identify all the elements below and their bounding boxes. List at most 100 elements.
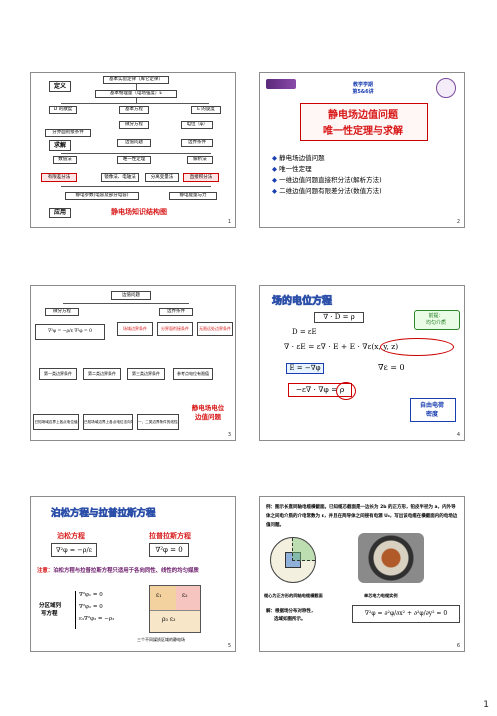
- slide-3-bvp-diagram[interactable]: 边值问题 微分方程 边界条件 ∇²φ = −ρ/ε ∇²φ = 0 场域边界条件…: [30, 285, 236, 441]
- node-basic-var: 基本物理量（电场强度）E: [95, 90, 177, 98]
- known-3: 一、二类边界条件的线性组合: [137, 414, 179, 430]
- slide5-number: 5: [227, 643, 231, 649]
- diamond-icon: ◆: [272, 165, 280, 173]
- premise-line2: 均匀介质: [425, 320, 446, 326]
- region-label-1: 分区域列: [39, 603, 62, 609]
- sys-eq-1: ∇²φ₁ = 0: [79, 592, 103, 598]
- premise-note: [414, 310, 460, 330]
- premise-line1: 前提：: [428, 313, 444, 319]
- page-footer-number: 1: [483, 700, 489, 710]
- quarter-region: [292, 538, 315, 561]
- free-charge-tag: [410, 398, 456, 422]
- node-curl: E 的旋度: [191, 106, 221, 114]
- note: 注意：泊松方程与拉普拉斯方程只适用于各向同性、线性的均匀媒质: [37, 567, 231, 575]
- node-params: 静电参数(电容及部分电容): [65, 192, 139, 200]
- node-diff-eq: 微分方程: [119, 121, 149, 129]
- slide-4-potential-equation[interactable]: 场的电位方程 ∇ · D = ρ D = εE ∇ · εE = ε∇ · E …: [259, 285, 465, 441]
- free-charge-line2: 密度: [425, 411, 438, 418]
- caption-right: 单芯电力电缆实例: [364, 593, 398, 598]
- eps2-label: ε₂: [182, 592, 188, 599]
- sys-eq-3: ε₃∇²φ₃ = −ρ₃: [79, 616, 115, 622]
- eq-grad-eps: ∇ε = 0: [378, 363, 405, 372]
- cable-photo: [358, 533, 424, 583]
- slide2-title-line2: 唯一性定理与求解: [323, 126, 403, 137]
- region-1: [150, 586, 177, 611]
- bullet-item: ◆ 一维边值问题直接积分法(解析方法): [272, 175, 462, 186]
- slide4-number: 4: [456, 432, 460, 438]
- coax-diagram: [270, 537, 316, 583]
- define-label: 定义: [49, 81, 71, 92]
- university-logo: [266, 79, 296, 89]
- slide2-title-box: [300, 103, 428, 141]
- known-1: 已知场域边界上各点电位值: [33, 414, 79, 430]
- bullet-item: ◆ 二维边值问题有限差分法(数值方法): [272, 186, 462, 197]
- reference-point: 参考点电位有限值: [173, 368, 213, 380]
- label-line2: 边值问题: [195, 413, 221, 421]
- free-charge-line1: 自由电荷: [419, 402, 444, 409]
- bullet-text: 静电场边值问题: [279, 154, 325, 162]
- bullet-item: ◆ 静电场边值问题: [272, 153, 462, 164]
- known-2: 已知场域边界上各点电位法向导数: [83, 414, 133, 430]
- note-body: 泊松方程与拉普拉斯方程只适用于各向同性、线性的均匀媒质: [53, 568, 199, 574]
- node-numerical: 数值法: [53, 156, 77, 164]
- figure-caption: 三个不同媒质区域的静电场: [137, 637, 185, 642]
- node-basic-law: 基本实验定律（库仑定律）: [103, 76, 169, 84]
- grad-eps-circle: [380, 338, 454, 356]
- laplace-equation: ∇²φ = ∂²φ/∂x² + ∂²φ/∂y² = 0: [352, 605, 460, 623]
- bullet-text: 一维边值问题直接积分法(解析方法): [279, 176, 382, 184]
- node-image: 镜像法、电轴法: [101, 173, 139, 182]
- col-b: 分界面衔接条件: [157, 322, 193, 336]
- region-label-2: 写方程: [41, 611, 58, 617]
- third-kind: 第三类边界条件: [127, 368, 165, 380]
- eps3-label: ρ₃ ε₃: [162, 616, 176, 623]
- diamond-icon: ◆: [272, 187, 280, 195]
- bullet-text: 二维边值问题有限差分法(数值方法): [279, 187, 382, 195]
- eq-poisson-laplace: ∇²φ = −ρ/ε ∇²φ = 0: [35, 324, 105, 340]
- slide2-title-line1: 静电场边值问题: [328, 110, 398, 121]
- node-unique: 唯一性定理: [117, 156, 151, 164]
- slide2-number: 2: [456, 219, 460, 225]
- slide4-title: 场的电位方程: [272, 296, 333, 308]
- node-energy: 静电能量与力: [169, 192, 217, 200]
- first-kind: 第一类边界条件: [39, 368, 77, 380]
- col-c: 无限远处边界条件: [197, 322, 233, 336]
- eps1-label: ε₁: [156, 592, 162, 599]
- label-line1: 静电场电位: [191, 404, 225, 412]
- bullet-text: 唯一性定理: [279, 165, 312, 173]
- poisson-label: 泊松方程: [57, 532, 85, 540]
- node-diff-eq: 微分方程: [45, 308, 79, 316]
- slide3-number: 3: [227, 432, 231, 438]
- media-figure: ε₁ ε₂ ρ₃ ε₃: [149, 585, 201, 633]
- sys-eq-2: ∇²φ₂ = 0: [79, 604, 103, 610]
- slide-2-title[interactable]: 教学学期 第5&6讲 静电场边值问题 唯一性定理与求解 ◆ 静电场边值问题 ◆ …: [259, 72, 465, 228]
- slide2-header-2: 第5&6讲: [352, 89, 374, 95]
- node-equation: 基本方程: [119, 106, 149, 114]
- equation-system: [75, 591, 126, 629]
- laplace-label: 拉普拉斯方程: [149, 532, 191, 540]
- slide1-title: 静电场知识结构图: [111, 208, 167, 216]
- diamond-icon: ◆: [272, 154, 280, 162]
- slide-6-coax-example[interactable]: 例：图示长直同轴电缆横截面。已知缆芯截面是一边长为 2b 的正方形，铅皮半径为 …: [259, 496, 465, 652]
- note-prefix: 注意：: [37, 568, 54, 574]
- node-separation: 分离变量法: [145, 173, 179, 182]
- node-bvp: 边值问题: [117, 139, 151, 147]
- laplace-eq: ∇²φ = 0: [149, 543, 189, 557]
- eq-gauss: ∇ · D = ρ: [314, 312, 364, 323]
- slide2-header-1: 教学学期: [352, 82, 373, 88]
- node-integral: 直接积分法: [183, 173, 219, 182]
- node-analytic: 解析法: [187, 156, 213, 164]
- bullet-list: ◆ 静电场边值问题 ◆ 唯一性定理 ◆ 一维边值问题直接积分法(解析方法) ◆ …: [272, 153, 462, 197]
- slide-5-poisson-laplace[interactable]: 泊松方程与拉普拉斯方程 泊松方程 拉普拉斯方程 ∇²φ = −ρ/ε ∇²φ =…: [30, 496, 236, 652]
- seal-icon: [436, 78, 456, 98]
- node-div: D 的散度: [49, 106, 77, 114]
- apply-label: 应用: [49, 208, 71, 218]
- node-potential: 电位（φ）: [181, 121, 213, 129]
- second-kind: 第二类边界条件: [83, 368, 121, 380]
- slide6-number: 6: [456, 643, 460, 649]
- eq-field: E = −∇φ: [286, 363, 324, 374]
- bullet-item: ◆ 唯一性定理: [272, 164, 462, 175]
- solution-2: 选域如图所示。: [274, 617, 306, 622]
- slide-1-knowledge-map[interactable]: 定义 基本实验定律（库仑定律） 基本物理量（电场强度）E D 的散度 基本方程 …: [30, 72, 236, 228]
- region-2: [176, 586, 200, 611]
- node-bvp-top: 边值问题: [111, 291, 151, 300]
